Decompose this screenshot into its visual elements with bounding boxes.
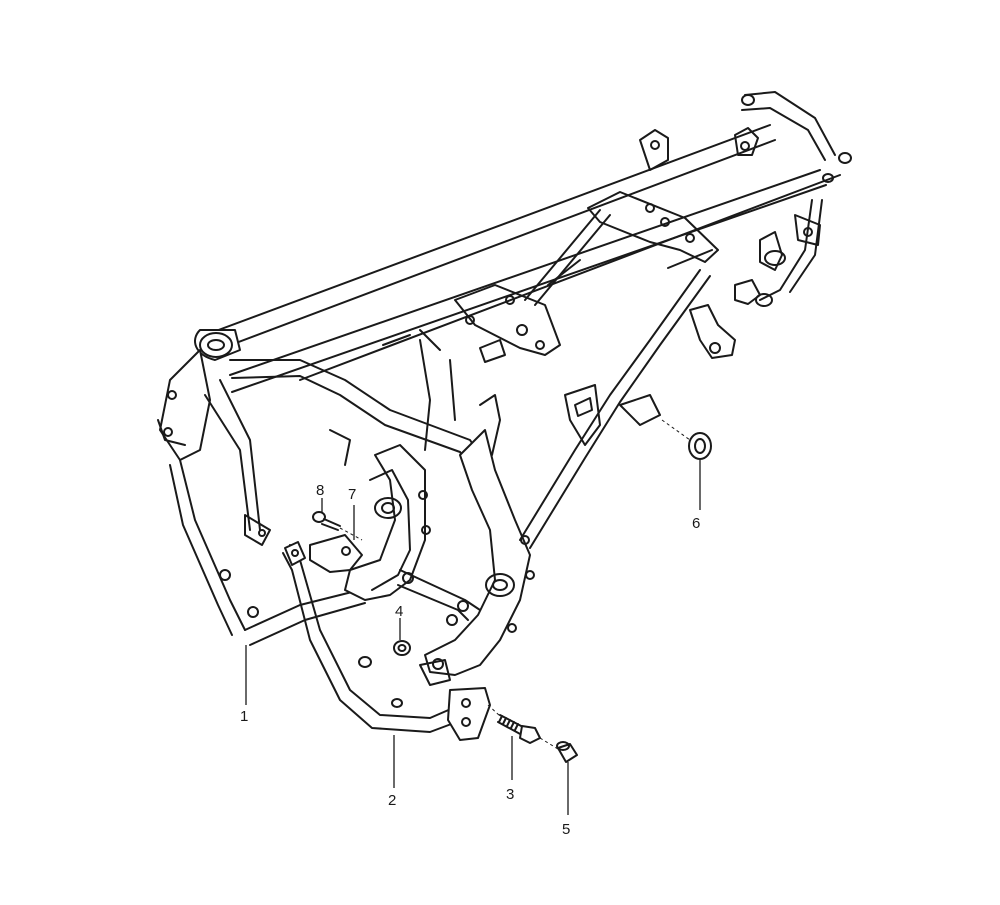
main-frame (157, 91, 852, 676)
washer-part-4 (393, 640, 411, 656)
screw-part-8 (312, 511, 341, 531)
bracket-part-7 (309, 534, 363, 573)
bolt-part-3 (497, 714, 541, 744)
callout-1: 1 (240, 708, 248, 725)
callout-8: 8 (316, 482, 324, 499)
lower-cradle (282, 541, 491, 741)
bush-part-6 (688, 432, 712, 460)
callout-labels: 1 2 3 4 5 6 7 8 (240, 482, 700, 838)
nut-part-5 (556, 741, 578, 763)
callout-4: 4 (395, 603, 403, 620)
callout-5: 5 (562, 821, 570, 838)
assembly-lines (339, 419, 691, 750)
leader-lines (245, 460, 701, 815)
callout-7: 7 (348, 486, 356, 503)
callout-2: 2 (388, 792, 396, 809)
callout-3: 3 (506, 786, 514, 803)
callout-6: 6 (692, 515, 700, 532)
